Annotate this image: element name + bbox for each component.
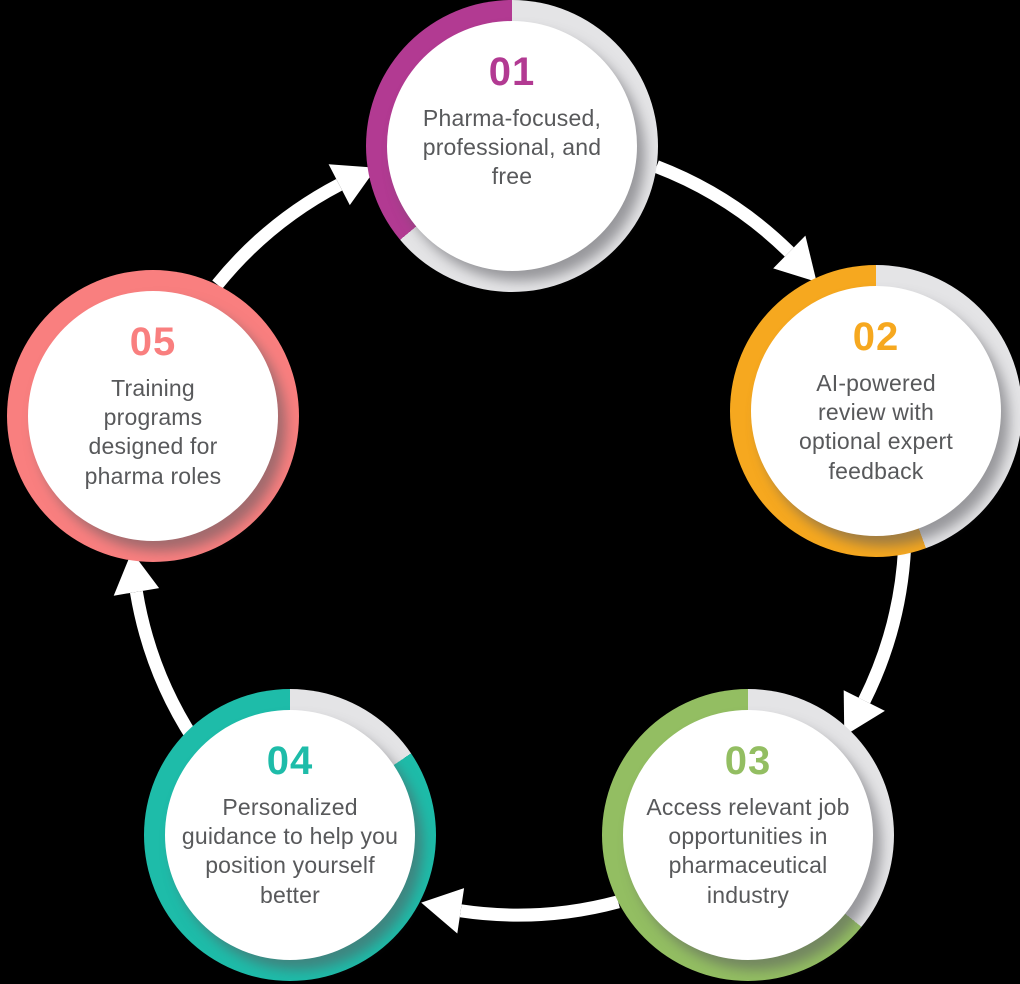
arrow-05-to-01 bbox=[212, 164, 377, 289]
arrow-04-to-05 bbox=[113, 551, 199, 743]
step-circle-03: 03 Access relevant job opportunities in … bbox=[602, 689, 894, 981]
arrow-01-to-02-head-icon bbox=[773, 235, 817, 282]
step-05-text: Training programs designed for pharma ro… bbox=[84, 375, 222, 489]
arrow-01-to-02-curve bbox=[654, 160, 794, 257]
step-02-text: AI-powered review with optional expert f… bbox=[799, 370, 953, 484]
arrow-04-to-05-head-icon bbox=[113, 551, 160, 596]
step-04-number: 04 bbox=[266, 739, 314, 783]
arrow-03-to-04-curve bbox=[459, 895, 620, 922]
arrow-05-to-01-head-icon bbox=[328, 164, 377, 206]
step-02-number: 02 bbox=[852, 315, 900, 359]
arrow-02-to-03 bbox=[843, 547, 912, 736]
arrow-03-to-04-head-icon bbox=[421, 888, 465, 934]
step-05-number: 05 bbox=[129, 320, 177, 364]
arrow-05-to-01-curve bbox=[212, 178, 343, 289]
step-04-text: Personalized guidance to help you positi… bbox=[181, 794, 399, 908]
step-circle-05: 05 Training programs designed for pharma… bbox=[7, 270, 299, 562]
step-circle-01: 01 Pharma-focused, professional, and fre… bbox=[366, 0, 658, 292]
arrow-04-to-05-curve bbox=[129, 590, 199, 743]
arrow-02-to-03-curve bbox=[858, 547, 912, 704]
step-03-number: 03 bbox=[724, 739, 772, 783]
step-02-body: 02 AI-powered review with optional exper… bbox=[751, 286, 1001, 536]
step-circle-02: 02 AI-powered review with optional exper… bbox=[730, 265, 1020, 557]
arrow-01-to-02 bbox=[654, 160, 817, 282]
arrow-02-to-03-head-icon bbox=[843, 690, 885, 736]
step-01-text: Pharma-focused, professional, and free bbox=[422, 105, 602, 190]
step-01-body: 01 Pharma-focused, professional, and fre… bbox=[387, 21, 637, 271]
step-04-body: 04 Personalized guidance to help you pos… bbox=[165, 710, 415, 960]
step-circle-04: 04 Personalized guidance to help you pos… bbox=[144, 689, 436, 981]
arrow-03-to-04 bbox=[421, 888, 620, 934]
step-03-text: Access relevant job opportunities in pha… bbox=[646, 794, 850, 908]
step-03-body: 03 Access relevant job opportunities in … bbox=[623, 710, 873, 960]
step-05-body: 05 Training programs designed for pharma… bbox=[28, 291, 278, 541]
step-01-number: 01 bbox=[488, 50, 536, 94]
